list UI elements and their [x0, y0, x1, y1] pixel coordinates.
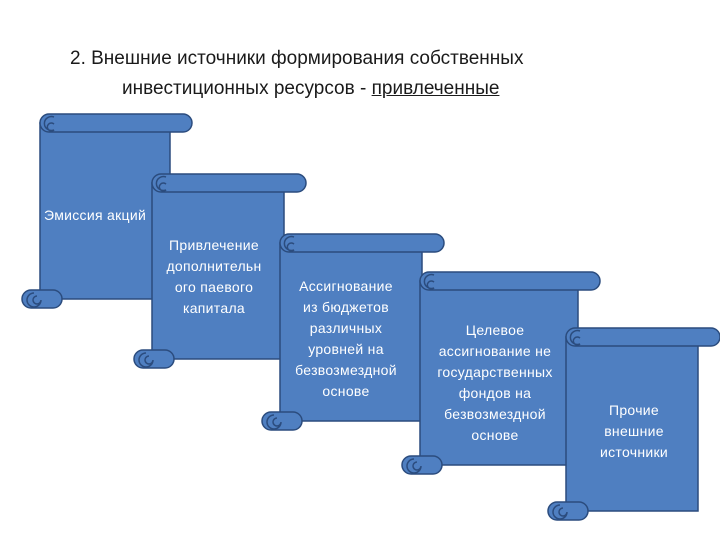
scroll-3-line: Ассигнование: [280, 276, 412, 297]
scroll-bottom-roll: [548, 502, 588, 520]
scroll-2-line: ого паевого: [152, 277, 276, 298]
scroll-3-line: основе: [280, 381, 412, 402]
scroll-3-line: уровней на: [280, 339, 412, 360]
scroll-1-text: Эмиссия акций: [44, 205, 174, 226]
scroll-2-line: дополнительн: [152, 256, 276, 277]
scroll-4-line: основе: [422, 425, 568, 446]
scroll-5-line: внешние: [586, 421, 682, 442]
scroll-2-line: Привлечение: [152, 235, 276, 256]
scroll-4-line: Целевое: [422, 320, 568, 341]
scroll-2-line: капитала: [152, 298, 276, 319]
scroll-5-line: Прочие: [586, 400, 682, 421]
scroll-4-line: ассигнование не: [422, 341, 568, 362]
scroll-1-line: Эмиссия акций: [44, 205, 174, 226]
scroll-4-line: фондов на: [422, 383, 568, 404]
scroll-3-line: безвозмездной: [280, 360, 412, 381]
scroll-5-line: источники: [586, 442, 682, 463]
scroll-top-roll: [566, 328, 720, 346]
scroll-4-line: государственных: [422, 362, 568, 383]
scroll-3-line: различных: [280, 318, 412, 339]
scroll-4-line: безвозмездной: [422, 404, 568, 425]
scroll-3-line: из бюджетов: [280, 297, 412, 318]
